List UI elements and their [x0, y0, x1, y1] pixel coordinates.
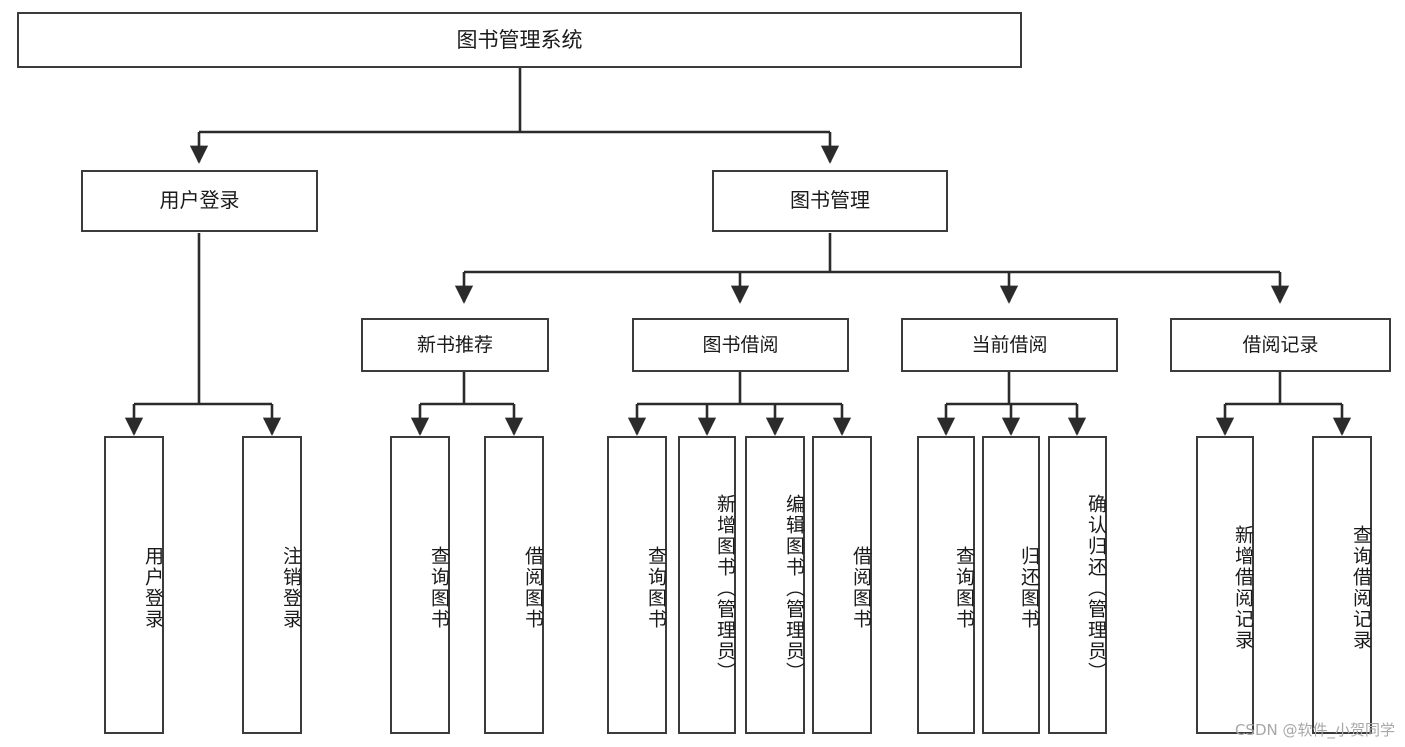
node-root-system[interactable]: 图书管理系统 — [17, 12, 1022, 68]
book-management-to-level2-connectors — [454, 233, 1290, 304]
leaf-current-borrow-confirm-return[interactable]: 确认归还（管理员） — [1048, 436, 1107, 734]
leaf-book-borrow-query[interactable]: 查询图书 — [607, 436, 667, 734]
leaf-book-borrow-edit[interactable]: 编辑图书（管理员） — [745, 436, 805, 734]
node-book-borrow-label: 图书借阅 — [702, 333, 779, 356]
leaf-borrow-records-add[interactable]: 新增借阅记录 — [1196, 436, 1254, 734]
leaf-new-book-query-label: 查询图书 — [428, 546, 450, 630]
leaf-borrow-records-query[interactable]: 查询借阅记录 — [1312, 436, 1372, 734]
leaf-user-login-logout[interactable]: 注销登录 — [242, 436, 302, 734]
node-book-management-label: 图书管理 — [790, 188, 870, 213]
node-borrow-records-label: 借阅记录 — [1242, 333, 1319, 356]
leaf-current-borrow-query-label: 查询图书 — [953, 546, 975, 630]
leaf-new-book-borrow-label: 借阅图书 — [522, 546, 544, 630]
leaf-book-borrow-borrow[interactable]: 借阅图书 — [812, 436, 872, 734]
node-borrow-records[interactable]: 借阅记录 — [1170, 318, 1391, 372]
leaf-book-borrow-add-label: 新增图书（管理员） — [714, 493, 736, 683]
node-current-borrow[interactable]: 当前借阅 — [901, 318, 1118, 372]
leaf-book-borrow-borrow-label: 借阅图书 — [850, 546, 872, 630]
node-root-system-label: 图书管理系统 — [456, 27, 583, 52]
leaf-borrow-records-add-label: 新增借阅记录 — [1232, 525, 1254, 651]
current-borrow-to-leaves-connectors — [936, 372, 1087, 436]
leaf-current-borrow-confirm-return-label: 确认归还（管理员） — [1085, 493, 1107, 683]
user-login-to-leaves-connectors — [124, 233, 282, 436]
node-user-login-label: 用户登录 — [159, 188, 240, 213]
leaf-new-book-query[interactable]: 查询图书 — [390, 436, 450, 734]
leaf-user-login-login[interactable]: 用户登录 — [104, 436, 164, 734]
new-book-to-leaves-connectors — [410, 372, 524, 436]
borrow-records-to-leaves-connectors — [1215, 372, 1352, 436]
leaf-book-borrow-edit-label: 编辑图书（管理员） — [783, 493, 805, 683]
leaf-current-borrow-return-label: 归还图书 — [1018, 546, 1040, 630]
book-borrow-to-leaves-connectors — [627, 372, 852, 436]
node-current-borrow-label: 当前借阅 — [971, 333, 1048, 356]
node-new-book-recommend-label: 新书推荐 — [416, 333, 493, 356]
node-book-borrow[interactable]: 图书借阅 — [632, 318, 849, 372]
leaf-user-login-logout-label: 注销登录 — [280, 546, 302, 630]
leaf-borrow-records-query-label: 查询借阅记录 — [1350, 525, 1372, 651]
root-to-level1-connectors — [189, 68, 840, 164]
leaf-user-login-login-label: 用户登录 — [142, 546, 164, 630]
node-user-login[interactable]: 用户登录 — [81, 170, 318, 232]
csdn-watermark: CSDN @软件_小贺同学 — [1234, 721, 1395, 739]
leaf-current-borrow-return[interactable]: 归还图书 — [982, 436, 1040, 734]
leaf-new-book-borrow[interactable]: 借阅图书 — [484, 436, 544, 734]
leaf-current-borrow-query[interactable]: 查询图书 — [917, 436, 975, 734]
node-new-book-recommend[interactable]: 新书推荐 — [361, 318, 549, 372]
leaf-book-borrow-add[interactable]: 新增图书（管理员） — [678, 436, 736, 734]
node-book-management[interactable]: 图书管理 — [712, 170, 948, 232]
leaf-book-borrow-query-label: 查询图书 — [645, 546, 667, 630]
